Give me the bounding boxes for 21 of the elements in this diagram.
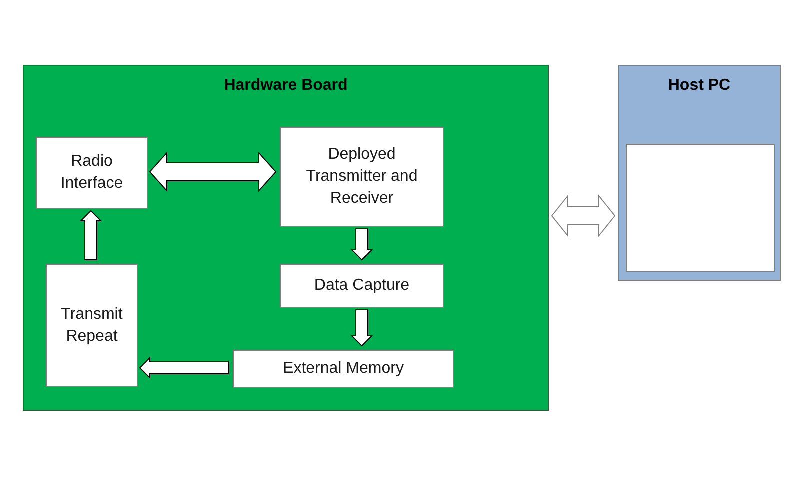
box-label: Data Capture (314, 276, 410, 296)
box-label: External Memory (283, 359, 404, 379)
process-box (280, 264, 444, 308)
block-arrow (551, 194, 616, 238)
group-title: Host PC (668, 76, 731, 96)
process-box (280, 127, 444, 227)
process-box (46, 264, 138, 387)
block-arrow (350, 310, 374, 347)
box-label: Transmit Repeat (60, 304, 124, 346)
block-arrow (149, 152, 277, 192)
block-arrow (350, 228, 374, 261)
box-label: Deployed Transmitter and Receiver (305, 145, 419, 209)
block-arrow (80, 210, 102, 260)
box-label: Radio Interface (60, 152, 124, 194)
empty-box (626, 144, 775, 272)
host-container (618, 65, 781, 281)
process-box (233, 350, 454, 388)
group-title: Hardware Board (224, 76, 348, 96)
block-arrow (139, 356, 230, 380)
board-container (23, 65, 549, 411)
process-box (36, 137, 148, 209)
